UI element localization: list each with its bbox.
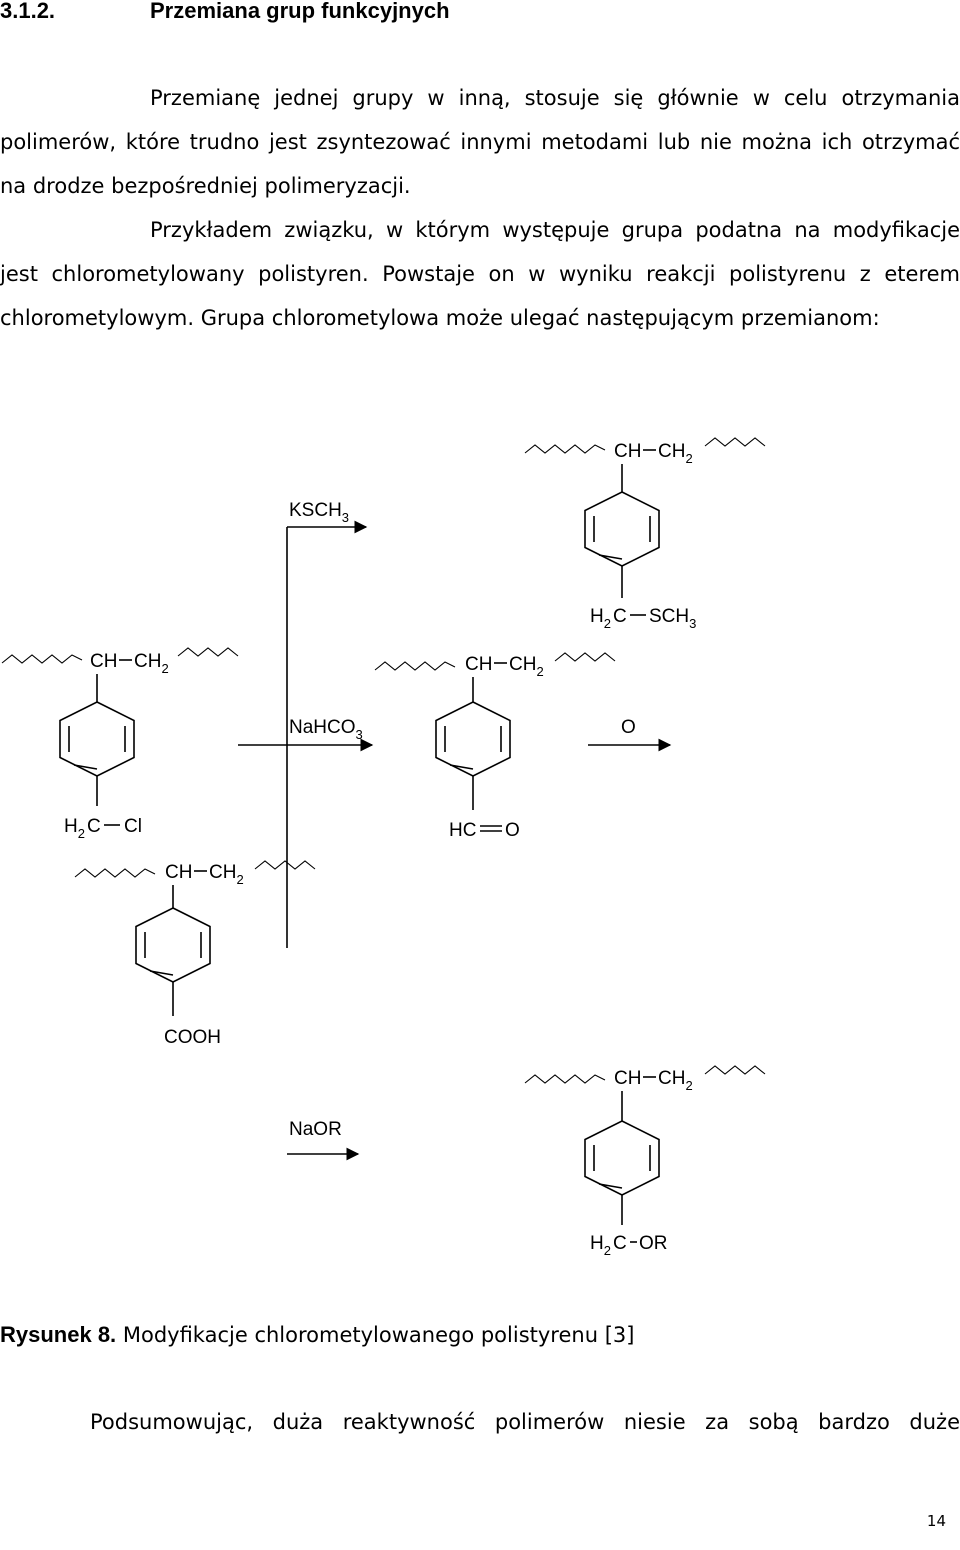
paragraph-summary: Podsumowując, duża reaktywność polimerów… [90, 1410, 960, 1434]
substrate-backbone: CH [90, 651, 117, 672]
svg-text:CH: CH [614, 1068, 641, 1089]
svg-text:CH2: CH2 [658, 441, 693, 466]
figure-label: Rysunek 8. [0, 1322, 117, 1347]
section-title: Przemiana grup funkcyjnych [150, 0, 450, 23]
product-aldehyde: CH CH2 HC O [374, 652, 616, 841]
reagent-naor: NaOR [289, 1119, 342, 1140]
paragraph-intro: Przemianę jednej grupy w inną, stosuje s… [0, 76, 960, 208]
svg-text:Cl: Cl [124, 816, 142, 837]
svg-text:CH2: CH2 [509, 654, 544, 679]
svg-text:OR: OR [639, 1233, 668, 1254]
reagent-oxygen: O [621, 717, 636, 738]
svg-text:CH2: CH2 [209, 862, 244, 887]
reagent-nahco3: NaHCO3 [289, 717, 363, 742]
svg-text:SCH3: SCH3 [649, 606, 696, 631]
svg-text:O: O [505, 820, 520, 841]
svg-text:H2C: H2C [590, 606, 627, 631]
svg-text:CH: CH [165, 862, 192, 883]
product-acid: CH CH2 COOH [74, 860, 316, 1048]
paragraph-example: Przykładem związku, w którym występuje g… [0, 208, 960, 340]
svg-text:HC: HC [449, 820, 476, 841]
svg-text:H2C: H2C [590, 1233, 627, 1258]
svg-text:CH2: CH2 [134, 651, 169, 676]
svg-text:COOH: COOH [164, 1027, 221, 1048]
figure-caption-text: Modyfikacje chlorometylowanego polistyre… [122, 1323, 635, 1347]
paragraph-intro-text: Przemianę jednej grupy w inną, stosuje s… [0, 86, 960, 198]
svg-text:CH: CH [614, 441, 641, 462]
polymer-chain-left [1, 654, 83, 664]
paragraph-example-text: Przykładem związku, w którym występuje g… [0, 218, 960, 330]
figure-caption: Rysunek 8. Modyfikacje chlorometylowaneg… [0, 1318, 960, 1352]
svg-text:CH: CH [465, 654, 492, 675]
reaction-arrows [238, 520, 672, 1161]
svg-text:CH2: CH2 [658, 1068, 693, 1093]
section-number: 3.1.2. [0, 0, 56, 23]
reagent-ksch3: KSCH3 [289, 500, 349, 525]
page-number: 14 [926, 1512, 946, 1530]
section-heading: 3.1.2. Przemiana grup funkcyjnych [0, 0, 960, 26]
